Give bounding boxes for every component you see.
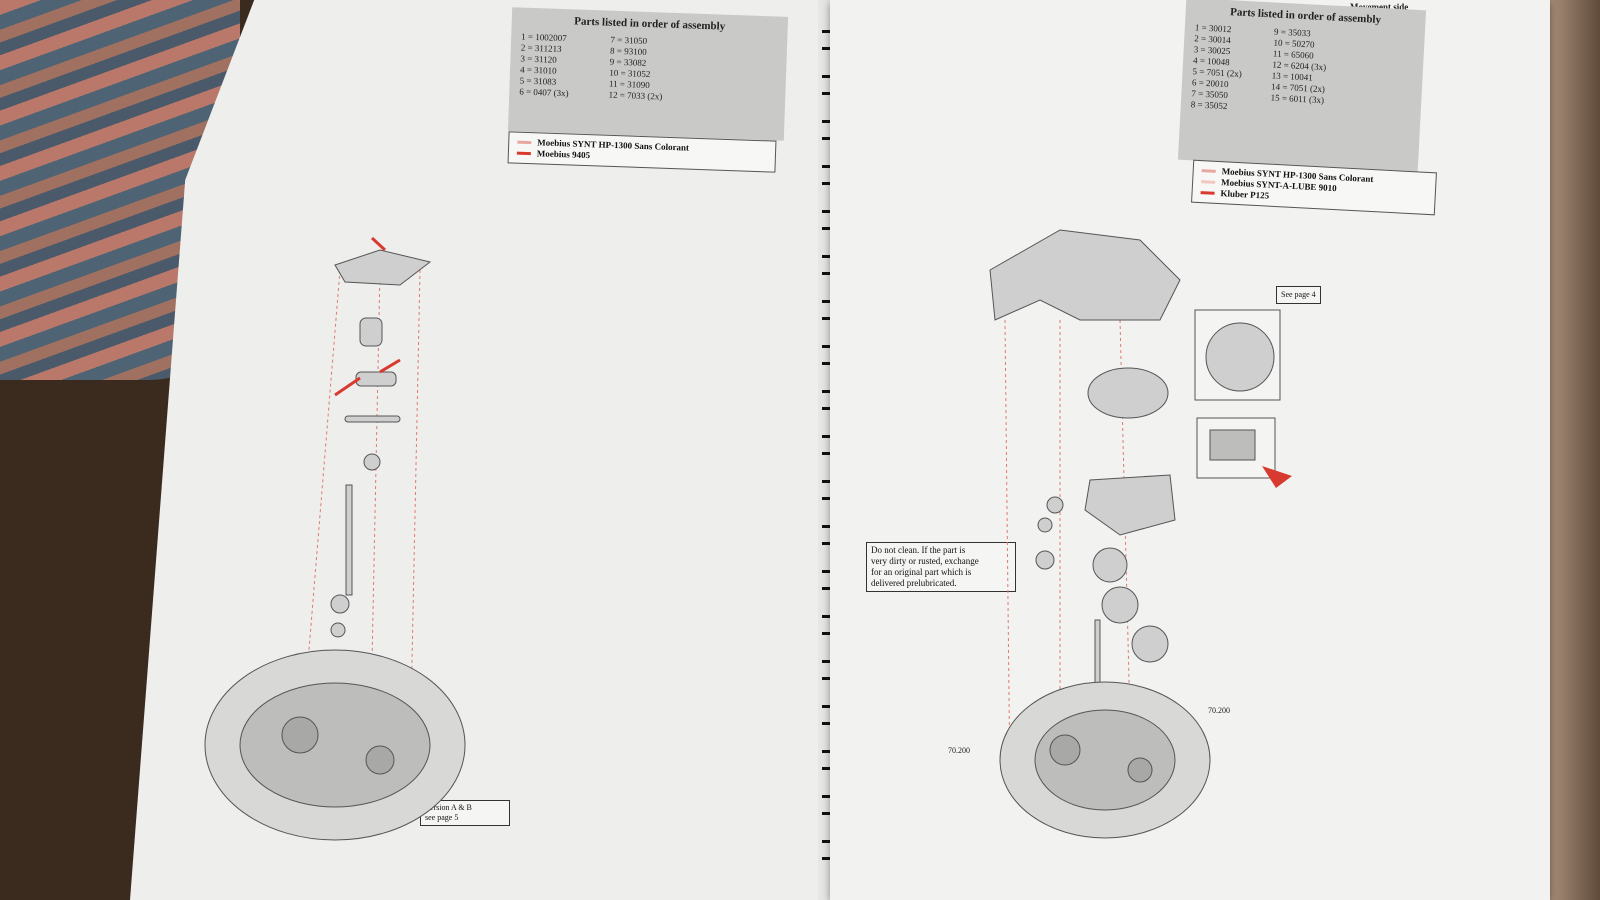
version-label: Version A & B xyxy=(425,803,472,812)
cleaning-warning-note: Do not clean. If the part is very dirty … xyxy=(866,542,1016,592)
lever-part xyxy=(359,317,383,347)
pinion-part xyxy=(1035,550,1055,570)
version-note: Version A & B see page 5 xyxy=(420,800,510,826)
tool-label: 70.200 xyxy=(948,746,970,755)
pinion-part xyxy=(330,622,346,638)
inset-part xyxy=(1209,429,1256,461)
inset-plate xyxy=(1205,322,1275,392)
pin-part xyxy=(344,415,401,423)
bridge-plate xyxy=(1084,474,1176,536)
gear-wheel xyxy=(1131,625,1169,663)
top-bridge-part xyxy=(989,229,1181,321)
winding-stem xyxy=(345,484,353,596)
version-ref: see page 5 xyxy=(425,813,459,822)
crown-wheel xyxy=(330,594,350,614)
tool-label: 70.200 xyxy=(1208,706,1230,715)
pinion-part xyxy=(1046,496,1064,514)
plate-inner xyxy=(1034,709,1176,811)
gear-wheel xyxy=(1092,547,1128,583)
rotor-part xyxy=(1087,367,1169,419)
screw-part xyxy=(363,453,381,471)
lubricant-arrow xyxy=(1262,466,1292,488)
gear-wheel xyxy=(1101,586,1139,624)
plate-jewel xyxy=(1049,734,1081,766)
plate-jewel xyxy=(365,745,395,775)
note-line: delivered prelubricated. xyxy=(871,578,957,588)
plate-jewel xyxy=(281,716,319,754)
see-page-reference: See page 4 xyxy=(1276,286,1321,304)
note-line: for an original part which is xyxy=(871,567,972,577)
bridge-part xyxy=(334,249,432,286)
plate-jewel xyxy=(1127,757,1153,783)
pinion-part xyxy=(1037,517,1053,533)
plate-inner xyxy=(239,682,431,808)
note-line: Do not clean. If the part is xyxy=(871,545,966,555)
note-line: very dirty or rusted, exchange xyxy=(871,556,979,566)
